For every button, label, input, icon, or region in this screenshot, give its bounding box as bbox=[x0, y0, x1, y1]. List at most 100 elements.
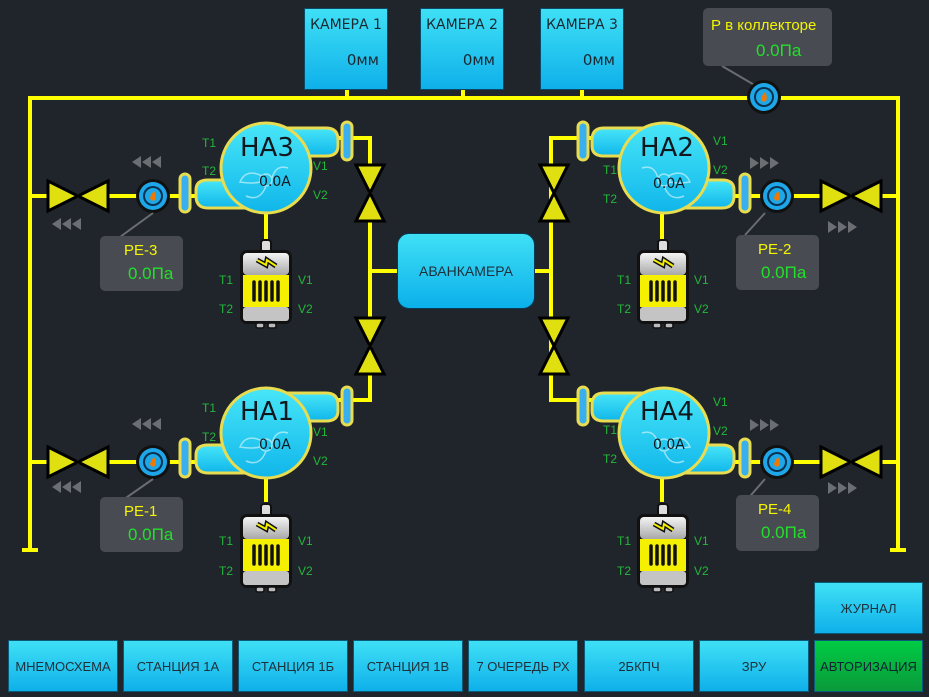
motor-na1-icon bbox=[240, 504, 292, 592]
sensor-pe3-panel: РЕ-3 0.0Па bbox=[100, 236, 183, 291]
motor-na2-icon bbox=[637, 240, 689, 328]
valve-right-top bbox=[819, 179, 883, 213]
motor-na4-icon bbox=[637, 504, 689, 592]
tag-t1: T1 bbox=[617, 273, 632, 287]
tag-v2: V2 bbox=[313, 188, 328, 202]
camera-value: 0мм bbox=[462, 51, 495, 69]
sensor-pe1-panel: РЕ-1 0.0Па bbox=[100, 497, 183, 552]
tag-v1: V1 bbox=[713, 134, 728, 148]
tag-t1: T1 bbox=[603, 163, 618, 177]
sensor-name: РЕ-4 bbox=[758, 501, 792, 518]
flow-arrows-icon bbox=[828, 221, 857, 233]
camera-title: КАМЕРА 1 bbox=[310, 17, 382, 33]
tag-v2: V2 bbox=[713, 424, 728, 438]
tag-t2: T2 bbox=[219, 302, 234, 316]
sensor-value: 0.0Па bbox=[761, 263, 807, 282]
tag-t2: T2 bbox=[617, 564, 632, 578]
camera-value: 0мм bbox=[346, 51, 379, 69]
tag-v1: V1 bbox=[713, 395, 728, 409]
tag-v2: V2 bbox=[298, 302, 313, 316]
tag-v1: V1 bbox=[313, 425, 328, 439]
pump-na1-current: 0.0А bbox=[259, 437, 291, 453]
tag-v1: V1 bbox=[694, 534, 709, 548]
auth-button[interactable]: АВТОРИЗАЦИЯ bbox=[814, 640, 923, 692]
tag-v2: V2 bbox=[298, 564, 313, 578]
nav-zru-button[interactable]: ЗРУ bbox=[699, 640, 809, 692]
nav-station-1v-button[interactable]: СТАНЦИЯ 1В bbox=[353, 640, 463, 692]
pe3-gauge-icon bbox=[136, 179, 170, 213]
pe4-gauge-icon bbox=[760, 445, 794, 479]
valve-left-bottom bbox=[46, 445, 110, 479]
sensor-value: 0.0Па bbox=[128, 525, 174, 544]
collector-gauge-icon bbox=[747, 80, 781, 114]
valve-na4-discharge bbox=[538, 316, 570, 376]
collector-label: Р в коллекторе bbox=[711, 17, 817, 34]
flow-arrows-icon bbox=[828, 482, 857, 494]
tag-t1: T1 bbox=[202, 401, 217, 415]
pe1-gauge-icon bbox=[136, 445, 170, 479]
valve-na2-discharge bbox=[538, 163, 570, 223]
pump-na3-current: 0.0А bbox=[259, 174, 291, 190]
nav-station-1b-button[interactable]: СТАНЦИЯ 1Б bbox=[238, 640, 348, 692]
tag-v2: V2 bbox=[313, 454, 328, 468]
camera-value: 0мм bbox=[582, 51, 615, 69]
valve-left-top bbox=[46, 179, 110, 213]
collector-value: 0.0Па bbox=[756, 41, 802, 60]
tag-v1: V1 bbox=[313, 159, 328, 173]
tag-t2: T2 bbox=[219, 564, 234, 578]
nav-station-1a-button[interactable]: СТАНЦИЯ 1А bbox=[123, 640, 233, 692]
tag-v2: V2 bbox=[713, 163, 728, 177]
motor-na3-icon bbox=[240, 240, 292, 328]
pump-na3-name: НА3 bbox=[240, 133, 294, 163]
tag-t2: T2 bbox=[202, 430, 217, 444]
flow-arrows-icon bbox=[52, 481, 81, 493]
avankamera-tile[interactable]: АВАНКАМЕРА bbox=[397, 233, 535, 309]
tag-t1: T1 bbox=[219, 273, 234, 287]
flow-arrows-icon bbox=[52, 218, 81, 230]
tag-t2: T2 bbox=[603, 192, 618, 206]
tag-v1: V1 bbox=[298, 534, 313, 548]
valve-right-bottom bbox=[819, 445, 883, 479]
sensor-value: 0.0Па bbox=[128, 264, 174, 283]
pump-na2-name: НА2 bbox=[640, 133, 694, 163]
camera-title: КАМЕРА 2 bbox=[426, 17, 498, 33]
tag-t1: T1 bbox=[617, 534, 632, 548]
nav-2bkpch-button[interactable]: 2БКПЧ bbox=[584, 640, 694, 692]
sensor-pe4-panel: РЕ-4 0.0Па bbox=[736, 495, 819, 551]
tag-t1: T1 bbox=[603, 423, 618, 437]
pump-na4-current: 0.0А bbox=[653, 437, 685, 453]
flow-arrows-icon bbox=[132, 156, 161, 168]
camera-title: КАМЕРА 3 bbox=[546, 17, 618, 33]
sensor-pe2-panel: РЕ-2 0.0Па bbox=[736, 235, 819, 290]
valve-na1-discharge bbox=[354, 316, 386, 376]
camera-3-tile[interactable]: КАМЕРА 3 0мм bbox=[540, 8, 624, 90]
pump-na4-name: НА4 bbox=[640, 397, 694, 427]
nav-7-ochered-button[interactable]: 7 ОЧЕРЕДЬ РХ bbox=[468, 640, 578, 692]
sensor-name: РЕ-2 bbox=[758, 241, 792, 258]
tag-v2: V2 bbox=[694, 564, 709, 578]
pe2-gauge-icon bbox=[760, 179, 794, 213]
flow-arrows-icon bbox=[750, 157, 779, 169]
tag-t1: T1 bbox=[219, 534, 234, 548]
nav-mnemoscheme-button[interactable]: МНЕМОСХЕМА bbox=[8, 640, 118, 692]
pump-na1-name: НА1 bbox=[240, 397, 294, 427]
pump-na2-current: 0.0А bbox=[653, 176, 685, 192]
collector-pressure-panel: Р в коллекторе 0.0Па bbox=[703, 8, 832, 66]
valve-na3-discharge bbox=[354, 163, 386, 223]
tag-v1: V1 bbox=[694, 273, 709, 287]
tag-t2: T2 bbox=[603, 452, 618, 466]
journal-button[interactable]: ЖУРНАЛ bbox=[814, 582, 923, 634]
sensor-name: РЕ-3 bbox=[124, 242, 158, 259]
flow-arrows-icon bbox=[132, 418, 161, 430]
camera-1-tile[interactable]: КАМЕРА 1 0мм bbox=[304, 8, 388, 90]
tag-t1: T1 bbox=[202, 136, 217, 150]
pipeline bbox=[22, 90, 906, 552]
tag-v2: V2 bbox=[694, 302, 709, 316]
tag-t2: T2 bbox=[617, 302, 632, 316]
sensor-value: 0.0Па bbox=[761, 523, 807, 542]
flow-arrows-icon bbox=[750, 419, 779, 431]
camera-2-tile[interactable]: КАМЕРА 2 0мм bbox=[420, 8, 504, 90]
tag-v1: V1 bbox=[298, 273, 313, 287]
sensor-name: РЕ-1 bbox=[124, 503, 158, 520]
